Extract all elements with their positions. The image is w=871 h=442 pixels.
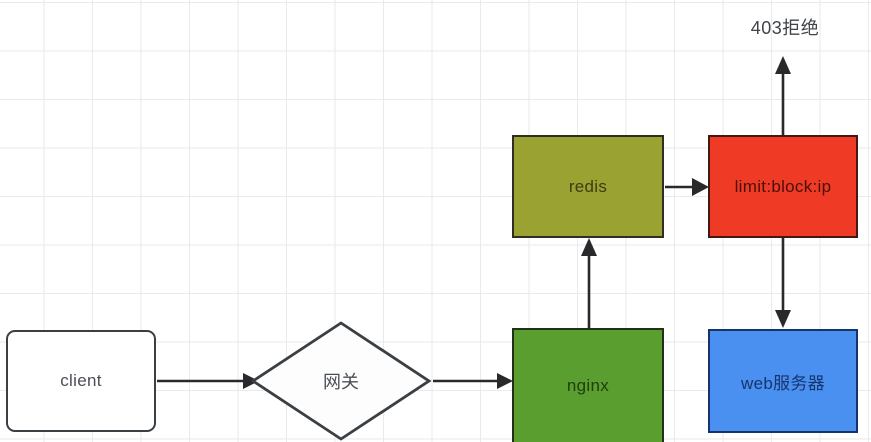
node-client[interactable]: client [6,330,156,432]
node-redis[interactable]: redis [512,135,664,238]
node-gateway[interactable]: 网关 [250,320,432,442]
node-nginx[interactable]: nginx [512,328,664,442]
node-limit-block-ip-label: limit:block:ip [734,176,832,196]
edge-nginx-to-redis [581,238,597,329]
node-web-server-label: web服务器 [741,373,825,393]
diamond-shape [250,321,432,441]
edge-redis-to-limit [665,178,709,196]
edge-client-to-gateway [157,373,259,389]
node-client-label: client [60,371,102,390]
node-redis-label: redis [568,176,608,196]
node-nginx-label: nginx [566,376,610,395]
annotation-403-reject: 403拒绝 [750,18,820,38]
node-web-server[interactable]: web服务器 [708,329,858,433]
edge-limit-to-reject [775,56,791,135]
node-limit-block-ip[interactable]: limit:block:ip [708,135,858,238]
edge-limit-to-webserver [775,238,791,328]
edge-gateway-to-nginx [433,373,513,389]
